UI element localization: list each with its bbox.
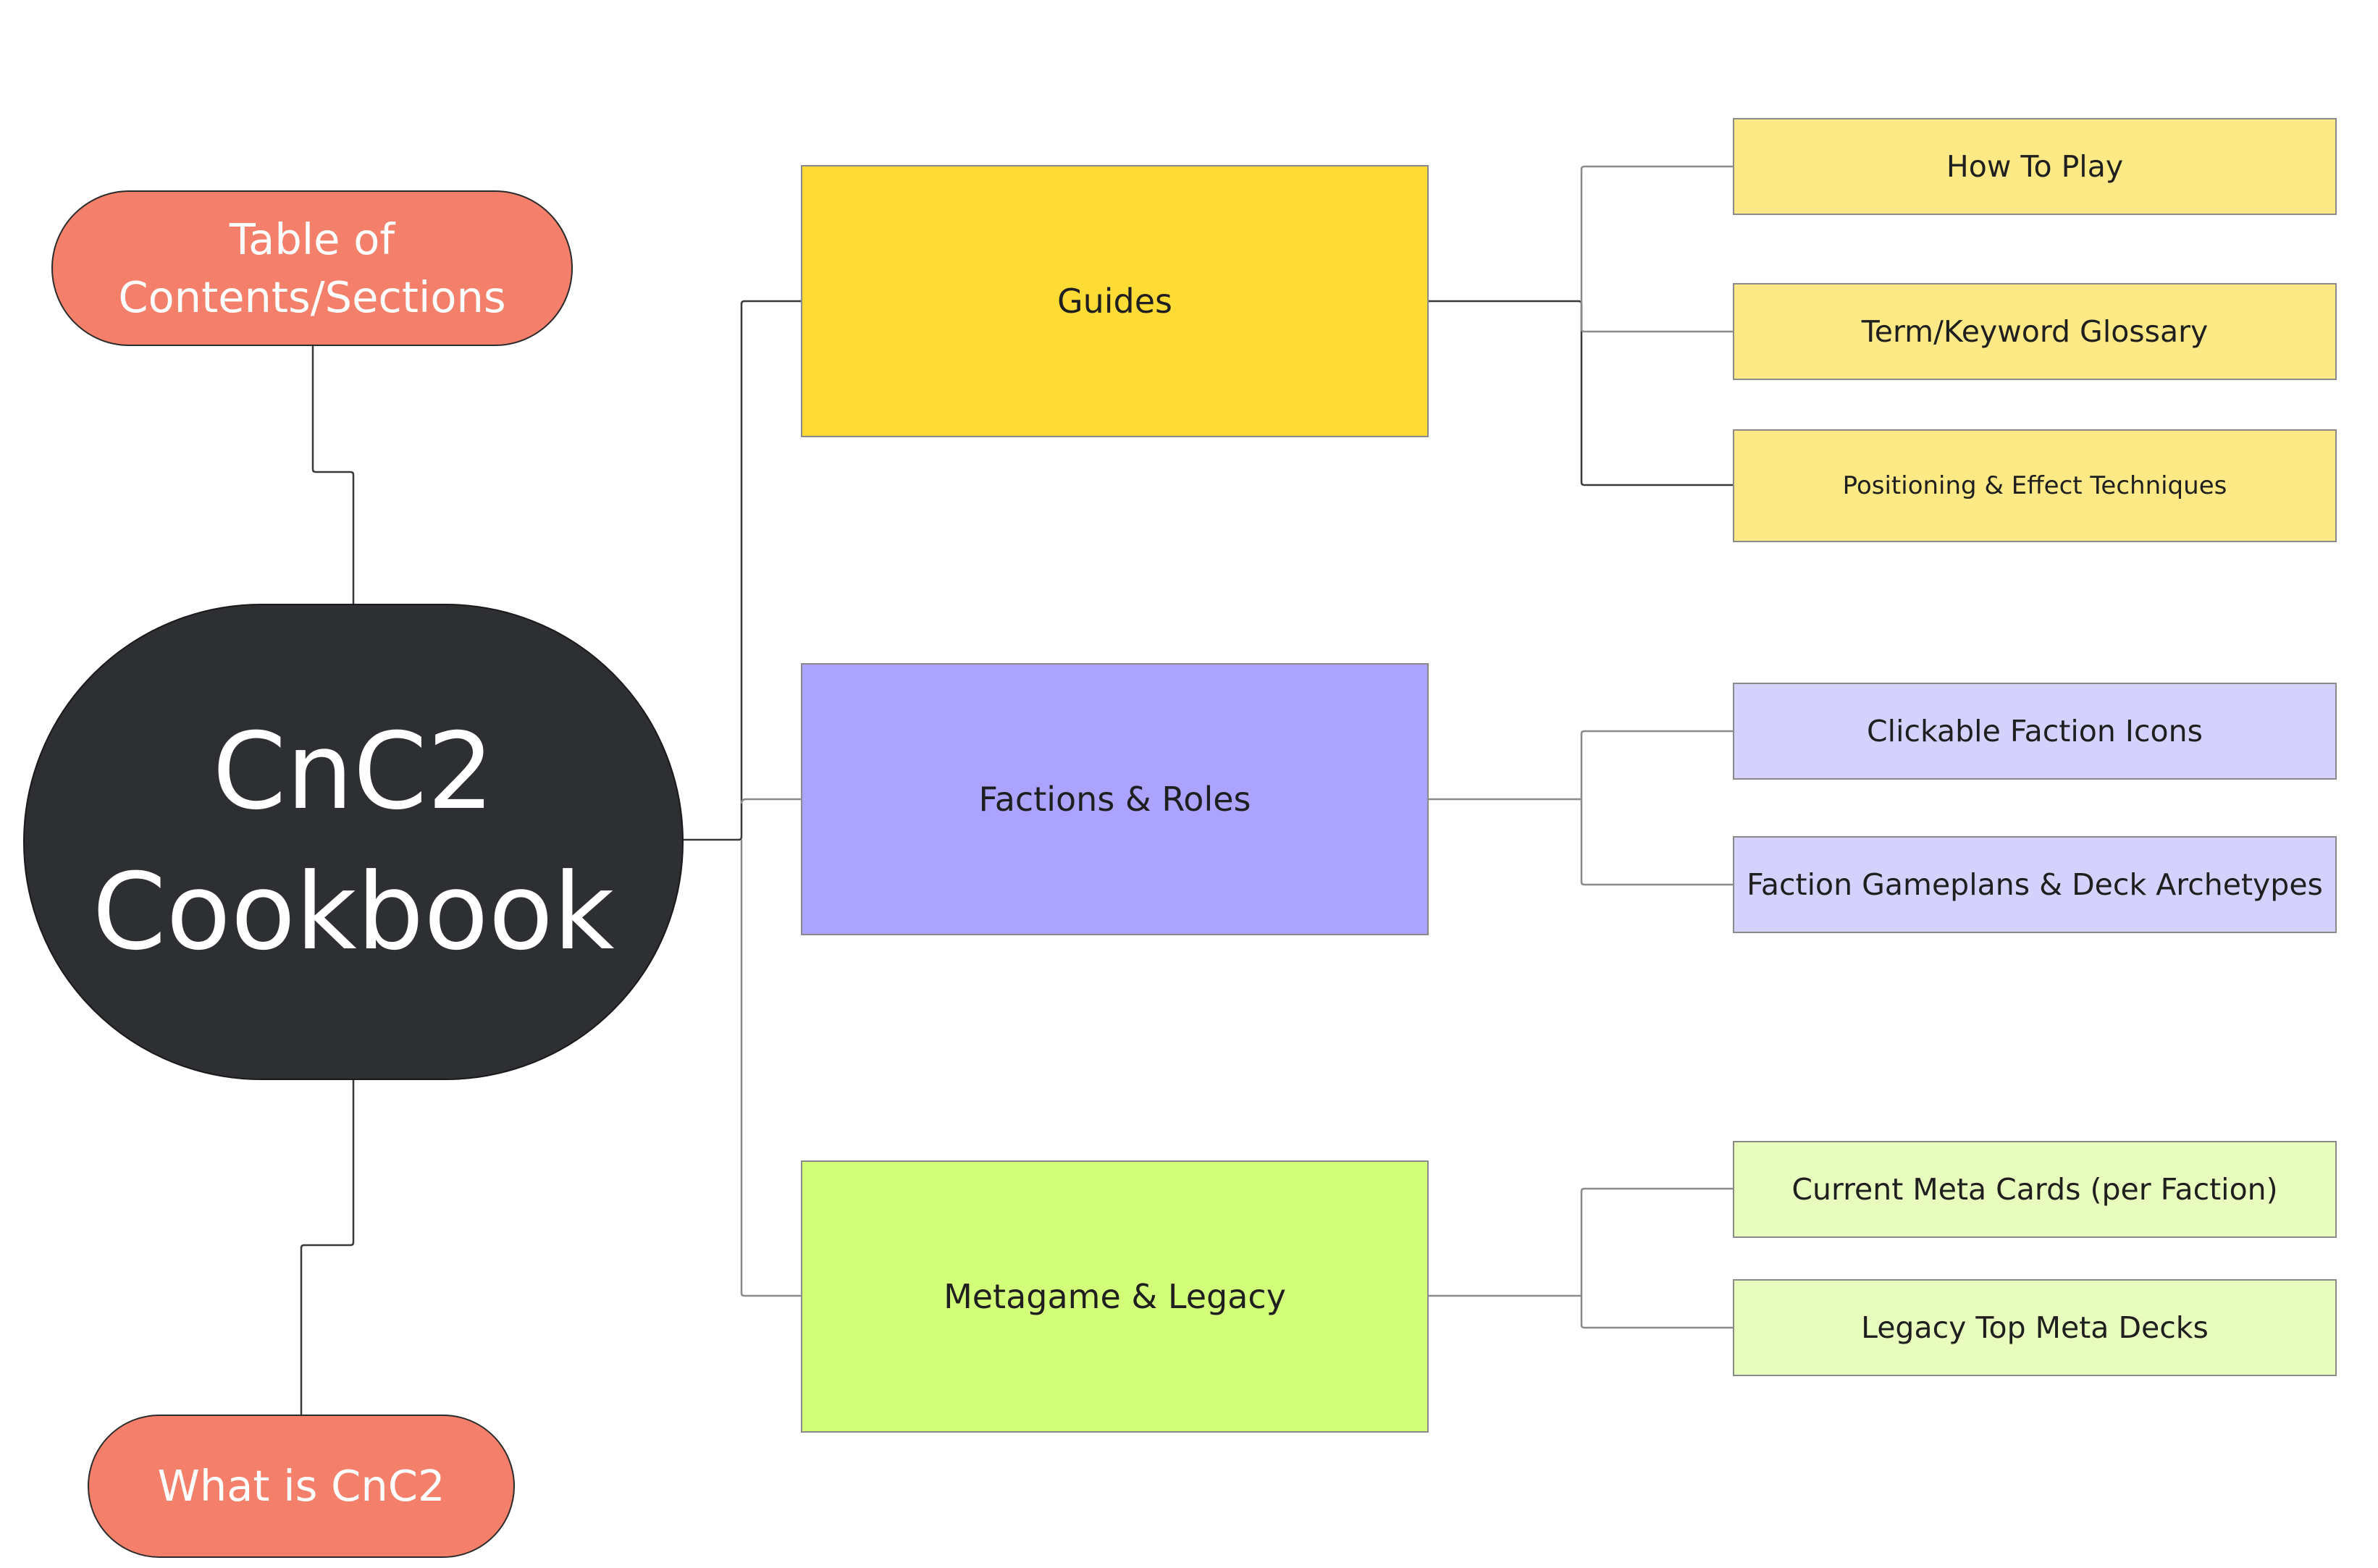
leaf-legacy-meta-decks-label: Legacy Top Meta Decks [1861,1310,2209,1345]
connector-factions-gameplans [1580,799,1733,886]
connector-metagame-legacy [1580,1296,1733,1329]
leaf-faction-gameplans[interactable]: Faction Gameplans & Deck Archetypes [1733,836,2337,933]
leaf-positioning-label: Positioning & Effect Techniques [1842,471,2227,500]
leaf-current-meta-cards[interactable]: Current Meta Cards (per Faction) [1733,1141,2337,1238]
leaf-faction-icons[interactable]: Clickable Faction Icons [1733,683,2337,780]
connector-guides-glossary [1580,301,1733,333]
connector-central-whatis [300,1080,355,1415]
central-title-line1: CnC2 [212,709,495,833]
leaf-legacy-meta-decks[interactable]: Legacy Top Meta Decks [1733,1279,2337,1376]
central-node[interactable]: CnC2 Cookbook [23,604,684,1080]
branch-guides-label: Guides [1056,282,1173,321]
connector-factions-icons [1580,730,1733,799]
connector-metagame-metacards [1580,1187,1733,1296]
leaf-positioning-techniques[interactable]: Positioning & Effect Techniques [1733,429,2337,542]
what-is-label: What is CnC2 [157,1461,445,1512]
branch-metagame-legacy[interactable]: Metagame & Legacy [801,1160,1429,1433]
leaf-faction-gameplans-label: Faction Gameplans & Deck Archetypes [1747,867,2323,902]
connector-central-toc [311,346,355,604]
leaf-glossary-label: Term/Keyword Glossary [1861,314,2209,349]
toc-node[interactable]: Table of Contents/Sections [51,190,573,346]
leaf-current-meta-cards-label: Current Meta Cards (per Faction) [1791,1172,2278,1207]
leaf-glossary[interactable]: Term/Keyword Glossary [1733,283,2337,380]
branch-guides[interactable]: Guides [801,165,1429,437]
leaf-how-to-play[interactable]: How To Play [1733,118,2337,215]
connector-central-factions [740,798,801,804]
connector-guides-trunk [1429,300,1733,486]
branch-factions-roles[interactable]: Factions & Roles [801,663,1429,935]
leaf-how-to-play-label: How To Play [1946,149,2124,184]
central-title-line2: Cookbook [92,851,615,974]
toc-label-line1: Table of [229,214,395,264]
connector-central-metagame [740,840,801,1297]
connector-guides-howto [1580,165,1733,301]
leaf-faction-icons-label: Clickable Faction Icons [1867,714,2203,749]
branch-metagame-label: Metagame & Legacy [944,1277,1286,1316]
toc-label-line2: Contents/Sections [118,271,506,322]
branch-factions-label: Factions & Roles [978,780,1251,819]
what-is-node[interactable]: What is CnC2 [88,1415,515,1558]
connector-central-trunk [684,300,801,841]
